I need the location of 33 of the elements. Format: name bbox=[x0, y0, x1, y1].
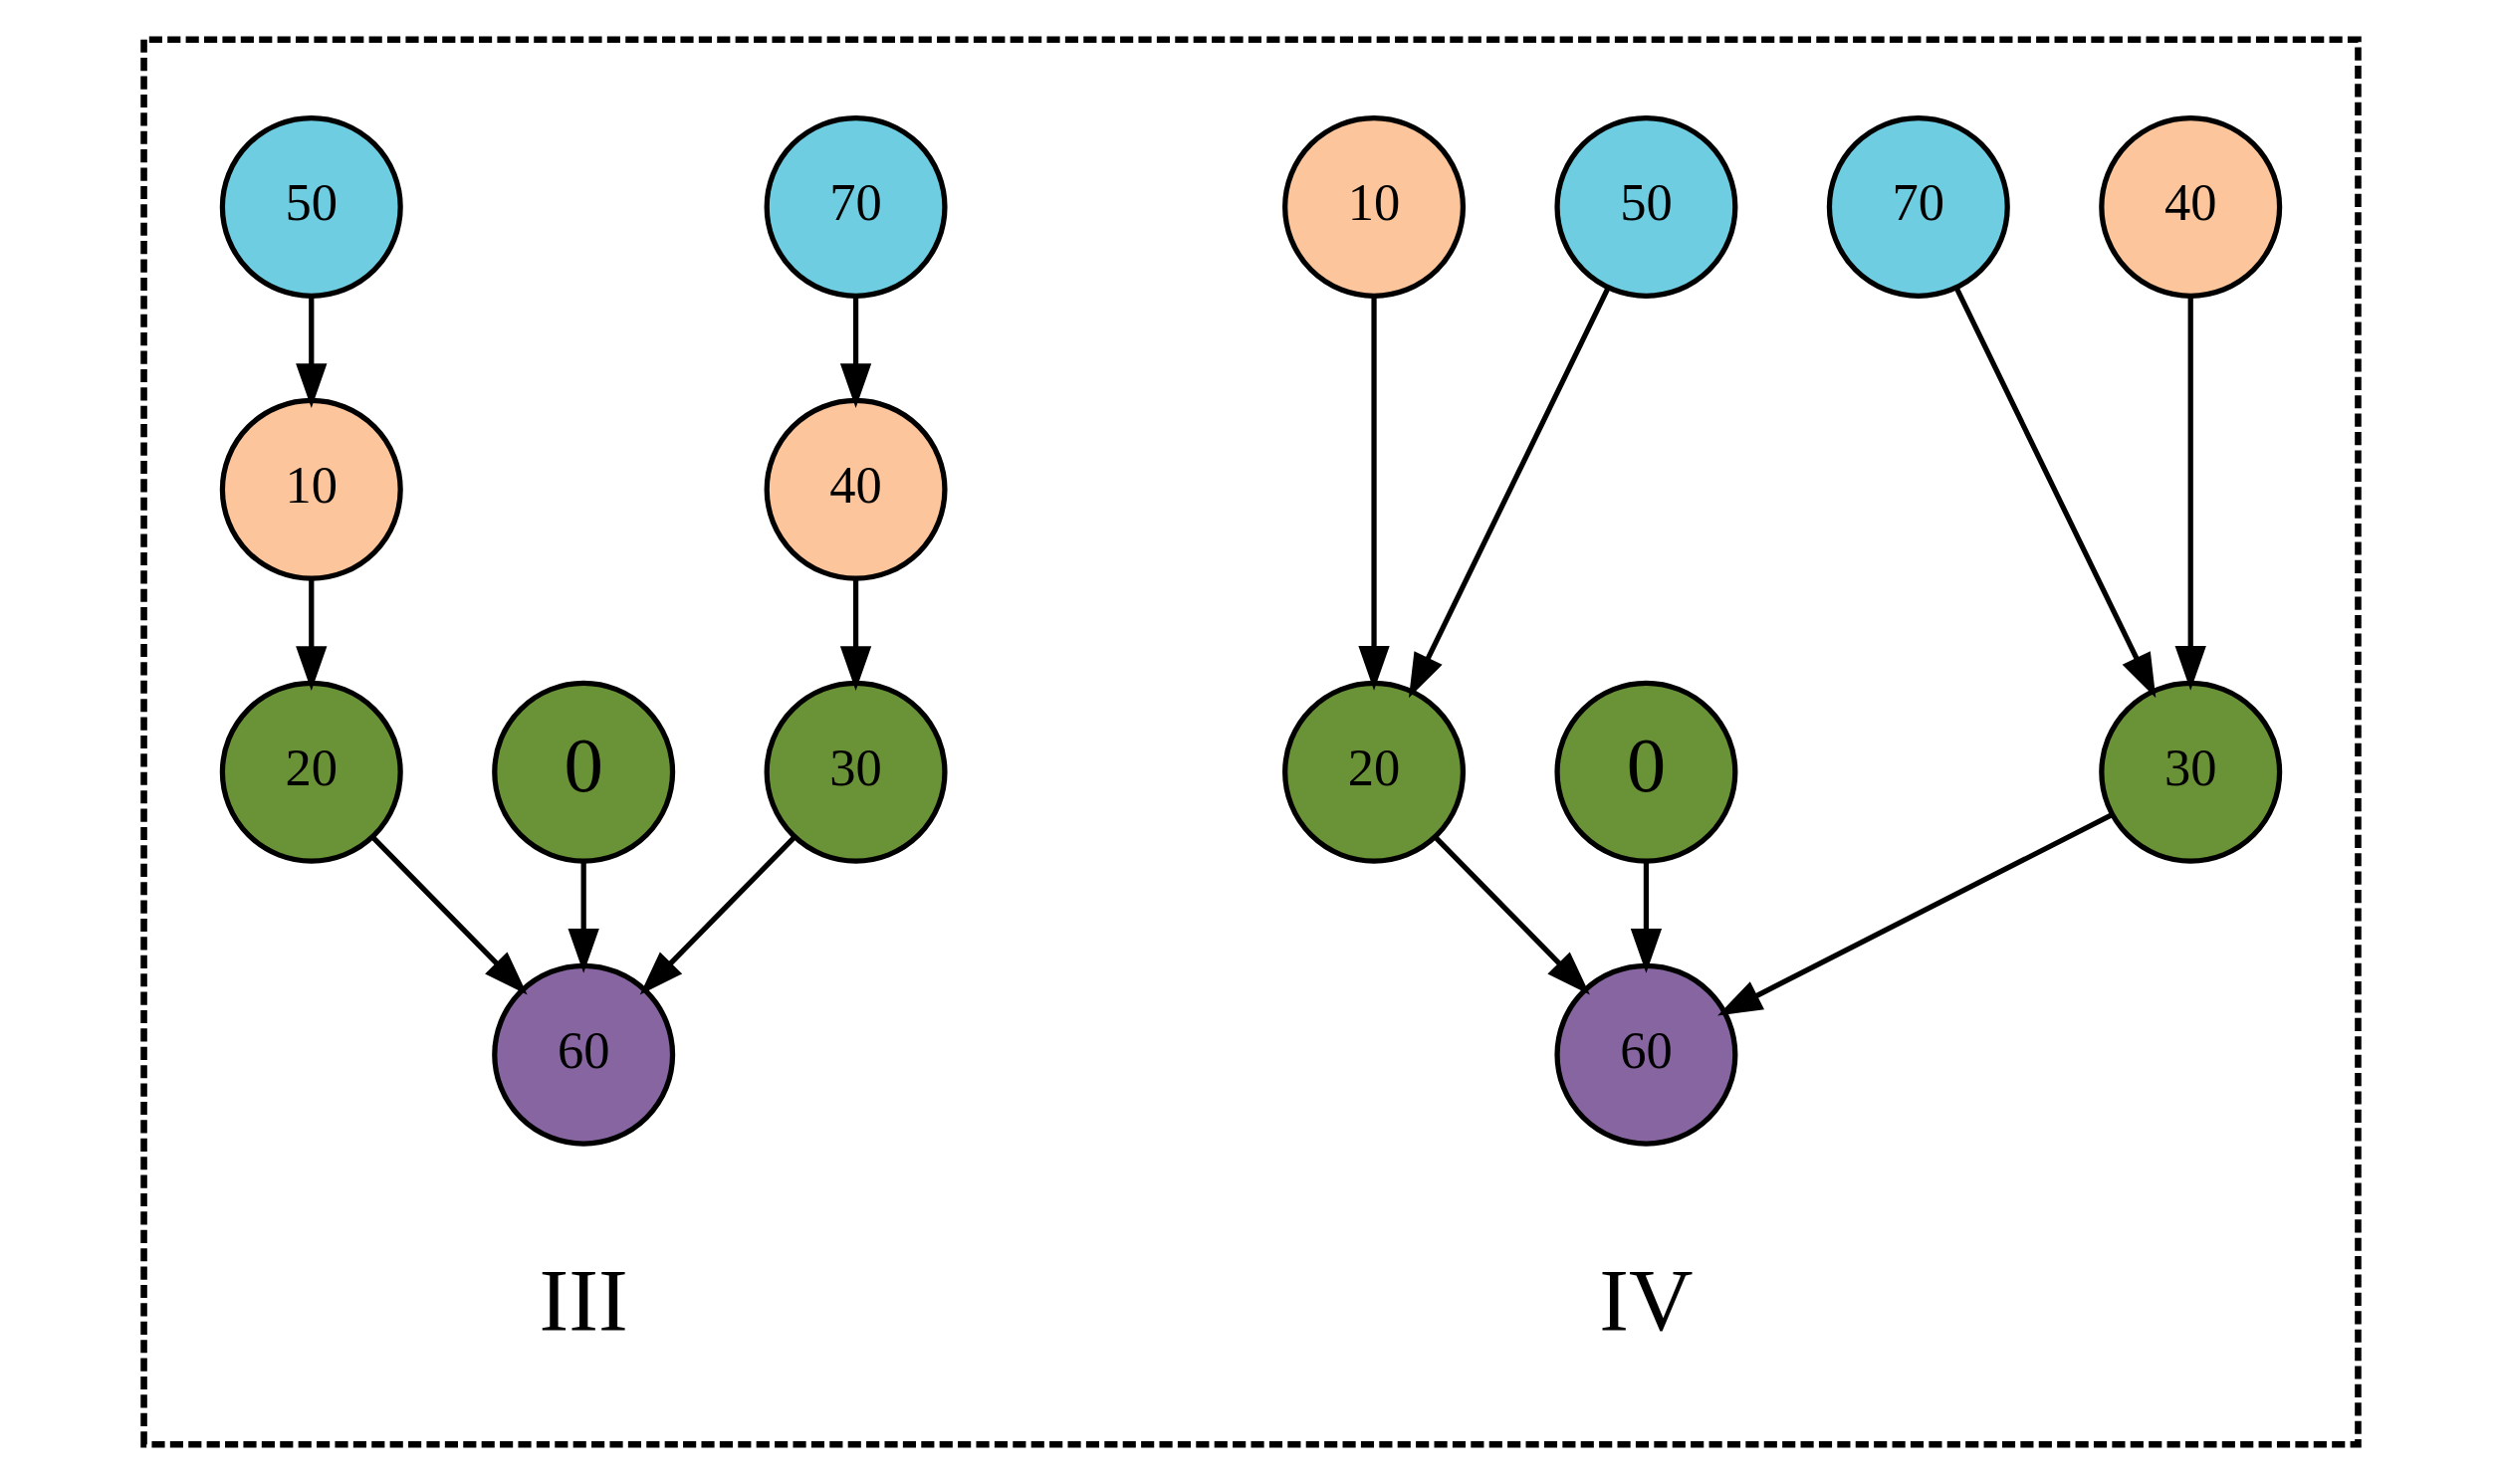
arrow bbox=[296, 578, 328, 691]
node-circle: 70 bbox=[1826, 114, 2010, 299]
arrow bbox=[370, 835, 528, 995]
node-circle: 60 bbox=[492, 962, 676, 1147]
node-circle: 30 bbox=[2099, 680, 2283, 864]
node-circle: 10 bbox=[1282, 114, 1467, 299]
label: III bbox=[539, 1250, 628, 1350]
node-circle: 60 bbox=[1554, 962, 1738, 1147]
label: IV bbox=[1599, 1250, 1694, 1350]
node-circle: 20 bbox=[219, 680, 403, 864]
arrow bbox=[839, 296, 872, 409]
node-circle: 0 bbox=[1554, 680, 1738, 864]
node-circle: 0 bbox=[492, 680, 676, 864]
node-circle: 50 bbox=[219, 114, 403, 299]
node-circle: 70 bbox=[764, 114, 948, 299]
arrow bbox=[839, 578, 872, 691]
node-circle: 50 bbox=[1554, 114, 1738, 299]
arrow bbox=[568, 861, 599, 973]
node-circle: 20 bbox=[1282, 680, 1467, 864]
arrow bbox=[1358, 297, 1390, 691]
arrow bbox=[639, 835, 797, 995]
arrow bbox=[1433, 835, 1590, 995]
arrow bbox=[1954, 287, 2157, 699]
node-circle: 40 bbox=[2099, 114, 2283, 299]
arrow bbox=[296, 296, 328, 409]
node-circle: 10 bbox=[219, 397, 403, 581]
arrow bbox=[2174, 297, 2206, 691]
node-circle: 30 bbox=[764, 680, 948, 864]
arrow bbox=[1630, 861, 1663, 973]
arrow bbox=[1717, 812, 2113, 1016]
node-circle: 40 bbox=[764, 397, 948, 581]
cluster bbox=[140, 36, 2362, 1448]
arrow bbox=[1408, 287, 1611, 699]
